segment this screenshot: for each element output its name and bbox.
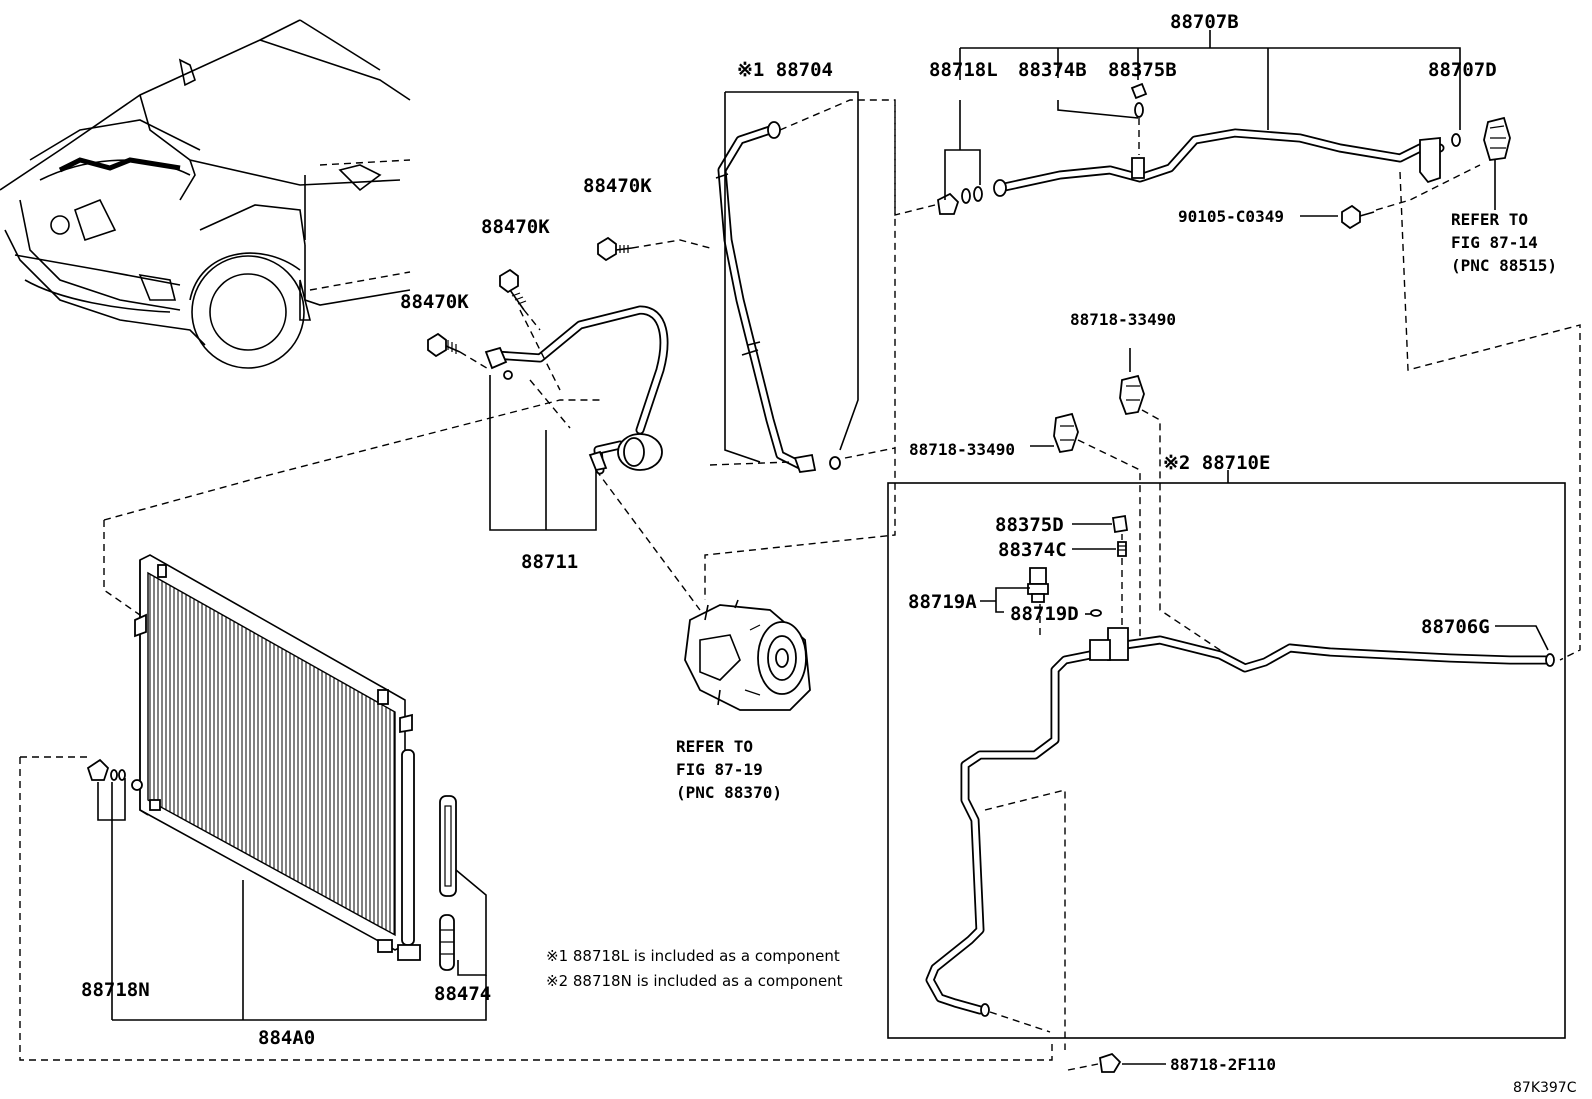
label-88375d[interactable]: 88375D <box>995 514 1064 536</box>
leader-88707b <box>1209 30 1269 130</box>
dash-clamp-lower <box>1077 439 1141 640</box>
dash-condenser-top <box>103 399 600 521</box>
label-884a0[interactable]: 884A0 <box>258 1027 315 1049</box>
label-88374c[interactable]: 88374C <box>998 539 1067 561</box>
footnote-1: ※1 88718L is included as a component <box>546 947 840 965</box>
bracket-88719a <box>980 587 1030 613</box>
bracket-88707b <box>960 47 1461 130</box>
figure-code: 87K397C <box>1513 1080 1577 1096</box>
dash-88704-oring <box>844 447 896 459</box>
fitting-88718n <box>86 758 126 781</box>
refer-88515-line1: REFER TO <box>1451 210 1528 229</box>
refer-88515-line3[interactable]: (PNC 88515) <box>1451 256 1557 275</box>
clamp-88718-33490-lower <box>1053 412 1079 454</box>
label-88704[interactable]: ※1 88704 <box>737 59 833 81</box>
switch-88719a <box>1027 567 1049 603</box>
leader-bolt-left <box>459 351 491 371</box>
label-88710e[interactable]: ※2 88710E <box>1163 452 1270 474</box>
label-88474[interactable]: 88474 <box>434 983 491 1005</box>
label-88706g[interactable]: 88706G <box>1421 616 1490 638</box>
bracket-88704-right <box>725 91 859 451</box>
dash-condenser-left <box>103 520 141 616</box>
label-88470k-mid[interactable]: 88470K <box>481 216 550 238</box>
cap-88375b <box>1130 82 1148 118</box>
bracket-88718l <box>944 48 981 200</box>
dash-88707b-left <box>894 100 936 216</box>
label-88718l[interactable]: 88718L <box>929 59 998 81</box>
bolt-88470k-mid <box>499 268 527 311</box>
leader-88374b <box>1057 48 1139 119</box>
bolt-90105 <box>1341 204 1375 230</box>
discharge-hose-88711 <box>484 305 669 475</box>
dash-88707b-right <box>1399 171 1581 661</box>
label-88718n[interactable]: 88718N <box>81 979 150 1001</box>
dash-88710e-end <box>989 1011 1051 1033</box>
bracket-88474 <box>455 869 487 976</box>
cap-88375d <box>1111 514 1129 534</box>
footnotes: ※1 88718L is included as a component ※2 … <box>546 947 843 990</box>
part-labels: 88707B 88718L 88374B 88375B 88707D ※1 88… <box>81 11 1577 1096</box>
front-wheel <box>189 252 305 369</box>
label-90105-c0349[interactable]: 90105-C0349 <box>1178 207 1284 226</box>
bracket-884a0 <box>112 975 487 1021</box>
bolt-88470k-left <box>427 332 461 358</box>
dash-90105 <box>1375 164 1481 211</box>
pipe-88707b <box>993 128 1445 197</box>
bracket-88711 <box>489 375 597 531</box>
bolt-88470k-top <box>597 236 633 262</box>
oring-88707d <box>1451 133 1461 147</box>
dash-bottom-loop <box>19 757 1053 1061</box>
refer-88515-line2: FIG 87-14 <box>1451 233 1538 252</box>
hood-hose <box>58 157 181 173</box>
label-88707d[interactable]: 88707D <box>1428 59 1497 81</box>
fitting-88718l <box>937 186 983 215</box>
label-88375b[interactable]: 88375B <box>1108 59 1177 81</box>
label-88718-33490-upper[interactable]: 88718-33490 <box>1070 310 1176 329</box>
label-88374b[interactable]: 88374B <box>1018 59 1087 81</box>
clip-88718-2f110 <box>1099 1052 1122 1073</box>
vehicle-dash <box>319 159 411 166</box>
dash-clamp-upper <box>1141 409 1236 661</box>
oring-88719d <box>1090 609 1102 617</box>
dash-88704-bottom <box>709 461 791 466</box>
condenser <box>131 554 413 953</box>
footnote-2: ※2 88718N is included as a component <box>546 972 843 990</box>
label-88719a[interactable]: 88719A <box>908 591 977 613</box>
refer-88370-line2: FIG 87-19 <box>676 760 763 779</box>
dash-88704-outer <box>704 99 896 600</box>
leader-88711 <box>529 379 571 429</box>
pipe-88710e <box>925 627 1555 1017</box>
label-88711[interactable]: 88711 <box>521 551 578 573</box>
compressor <box>684 599 811 711</box>
block-88515 <box>1483 116 1511 161</box>
valve-88374c <box>1117 541 1127 557</box>
suction-hose-88704 <box>715 121 841 473</box>
clamp-88718-33490-upper <box>1119 374 1145 416</box>
label-88707b[interactable]: 88707B <box>1170 11 1239 33</box>
bracket-88718n <box>97 778 126 821</box>
frame-88710e <box>887 482 1566 1039</box>
dash-compressor <box>595 469 701 611</box>
vehicle-dash-2 <box>309 271 411 291</box>
leader-bolt-top <box>631 239 711 249</box>
label-88470k-left[interactable]: 88470K <box>400 291 469 313</box>
refer-88370-line3[interactable]: (PNC 88370) <box>676 783 782 802</box>
label-88718-2f110[interactable]: 88718-2F110 <box>1170 1055 1276 1074</box>
refer-88370-line1: REFER TO <box>676 737 753 756</box>
dash-88710e-bottom <box>984 789 1066 1050</box>
leader-bolt-mid <box>523 309 541 331</box>
label-88470k-top[interactable]: 88470K <box>583 175 652 197</box>
label-88718-33490-lower[interactable]: 88718-33490 <box>909 440 1015 459</box>
bracket-88704-left <box>724 92 761 463</box>
receiver-tank <box>397 749 421 961</box>
dash-hose-top <box>519 309 561 391</box>
leader-88706g <box>1495 625 1549 651</box>
label-88719d[interactable]: 88719D <box>1010 603 1079 625</box>
desiccant <box>439 795 457 971</box>
vehicle-illustration <box>0 19 411 346</box>
dash-clip <box>1067 1063 1099 1071</box>
